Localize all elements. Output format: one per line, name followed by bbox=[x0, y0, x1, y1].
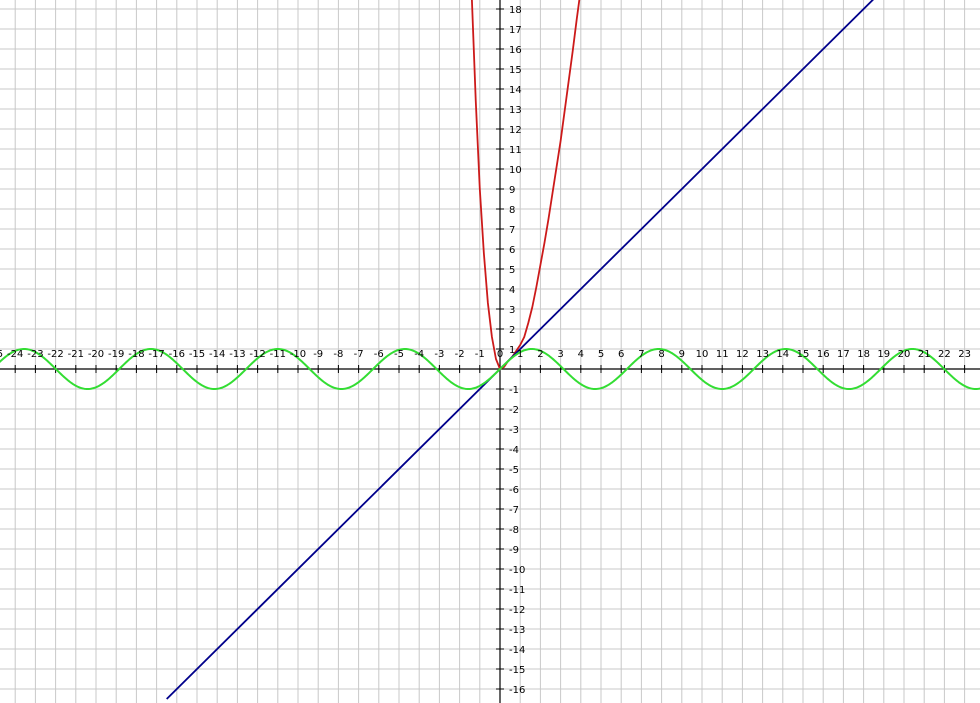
y-tick-label: 17 bbox=[509, 25, 522, 36]
x-tick-label: -6 bbox=[374, 349, 384, 360]
x-tick-label: 17 bbox=[837, 349, 850, 360]
x-tick-label: -7 bbox=[354, 349, 364, 360]
y-tick-label: -12 bbox=[509, 605, 525, 616]
y-tick-label: 12 bbox=[509, 125, 522, 136]
y-tick-label: -3 bbox=[509, 425, 519, 436]
y-tick-label: 13 bbox=[509, 105, 522, 116]
y-tick-label: -4 bbox=[509, 445, 519, 456]
x-tick-label: -3 bbox=[434, 349, 444, 360]
y-tick-label: 7 bbox=[509, 225, 515, 236]
x-tick-label: -19 bbox=[108, 349, 124, 360]
y-tick-label: 6 bbox=[509, 245, 515, 256]
y-tick-label: -9 bbox=[509, 545, 519, 556]
y-tick-label: 4 bbox=[509, 285, 515, 296]
x-tick-label: 5 bbox=[598, 349, 604, 360]
x-tick-label: 12 bbox=[736, 349, 749, 360]
x-tick-label: 16 bbox=[817, 349, 830, 360]
x-tick-label: 1 bbox=[517, 349, 523, 360]
y-tick-label: -7 bbox=[509, 505, 519, 516]
x-tick-label: -15 bbox=[189, 349, 205, 360]
x-tick-label: 21 bbox=[918, 349, 931, 360]
y-tick-label: -8 bbox=[509, 525, 519, 536]
y-tick-label: -5 bbox=[509, 465, 519, 476]
x-tick-label: -11 bbox=[270, 349, 286, 360]
x-tick-label: -21 bbox=[68, 349, 84, 360]
x-tick-label: -16 bbox=[169, 349, 185, 360]
x-tick-label: -24 bbox=[7, 349, 23, 360]
y-tick-label: 16 bbox=[509, 45, 522, 56]
x-tick-label: 8 bbox=[658, 349, 664, 360]
x-tick-label: -20 bbox=[88, 349, 104, 360]
x-tick-label: -14 bbox=[209, 349, 225, 360]
x-tick-label: 15 bbox=[797, 349, 810, 360]
y-tick-label: -2 bbox=[509, 405, 519, 416]
y-tick-label: 3 bbox=[509, 305, 515, 316]
x-tick-label: 7 bbox=[638, 349, 644, 360]
x-tick-label: -22 bbox=[47, 349, 63, 360]
y-tick-label: -13 bbox=[509, 625, 525, 636]
x-tick-label: -2 bbox=[455, 349, 465, 360]
x-tick-label: 10 bbox=[696, 349, 709, 360]
x-tick-label: 9 bbox=[679, 349, 685, 360]
x-tick-label: -13 bbox=[229, 349, 245, 360]
x-tick-label: -9 bbox=[313, 349, 323, 360]
x-tick-label: 20 bbox=[898, 349, 911, 360]
series-line-3 bbox=[0, 348, 980, 390]
y-tick-label: -14 bbox=[509, 645, 525, 656]
y-tick-label: 2 bbox=[509, 325, 515, 336]
y-tick-label: -10 bbox=[509, 565, 525, 576]
x-tick-label: 18 bbox=[857, 349, 870, 360]
y-tick-label: -1 bbox=[509, 385, 519, 396]
y-tick-label: 9 bbox=[509, 185, 515, 196]
x-tick-label: -17 bbox=[148, 349, 164, 360]
y-tick-label: 8 bbox=[509, 205, 515, 216]
tick-labels: -25-24-23-22-21-20-19-18-17-16-15-14-13-… bbox=[0, 5, 971, 696]
x-tick-label: 11 bbox=[716, 349, 729, 360]
series-line-2 bbox=[166, 0, 874, 700]
y-tick-label: -11 bbox=[509, 585, 525, 596]
x-tick-label: -12 bbox=[249, 349, 265, 360]
x-tick-label: -10 bbox=[290, 349, 306, 360]
x-tick-label: 3 bbox=[557, 349, 563, 360]
x-tick-label: 0 bbox=[497, 349, 503, 360]
x-tick-label: 23 bbox=[958, 349, 971, 360]
y-tick-label: 18 bbox=[509, 5, 522, 16]
y-tick-label: 10 bbox=[509, 165, 522, 176]
x-tick-label: 2 bbox=[537, 349, 543, 360]
y-tick-label: 14 bbox=[509, 85, 522, 96]
x-tick-label: -5 bbox=[394, 349, 404, 360]
x-tick-label: -18 bbox=[128, 349, 144, 360]
y-tick-label: -6 bbox=[509, 485, 519, 496]
x-tick-label: -25 bbox=[0, 349, 3, 360]
y-tick-label: 1 bbox=[509, 345, 515, 356]
x-tick-label: -1 bbox=[475, 349, 485, 360]
x-tick-label: -4 bbox=[414, 349, 424, 360]
x-tick-label: 13 bbox=[756, 349, 769, 360]
x-tick-label: 19 bbox=[877, 349, 890, 360]
x-tick-label: -8 bbox=[333, 349, 343, 360]
x-tick-label: 6 bbox=[618, 349, 624, 360]
y-tick-label: 11 bbox=[509, 145, 522, 156]
y-tick-label: 5 bbox=[509, 265, 515, 276]
y-tick-label: -16 bbox=[509, 685, 525, 696]
x-tick-label: -23 bbox=[27, 349, 43, 360]
x-tick-label: 14 bbox=[776, 349, 789, 360]
y-tick-label: -15 bbox=[509, 665, 525, 676]
y-tick-label: 15 bbox=[509, 65, 522, 76]
x-tick-label: 22 bbox=[938, 349, 951, 360]
series-line-1 bbox=[471, 0, 581, 370]
x-tick-label: 4 bbox=[578, 349, 584, 360]
